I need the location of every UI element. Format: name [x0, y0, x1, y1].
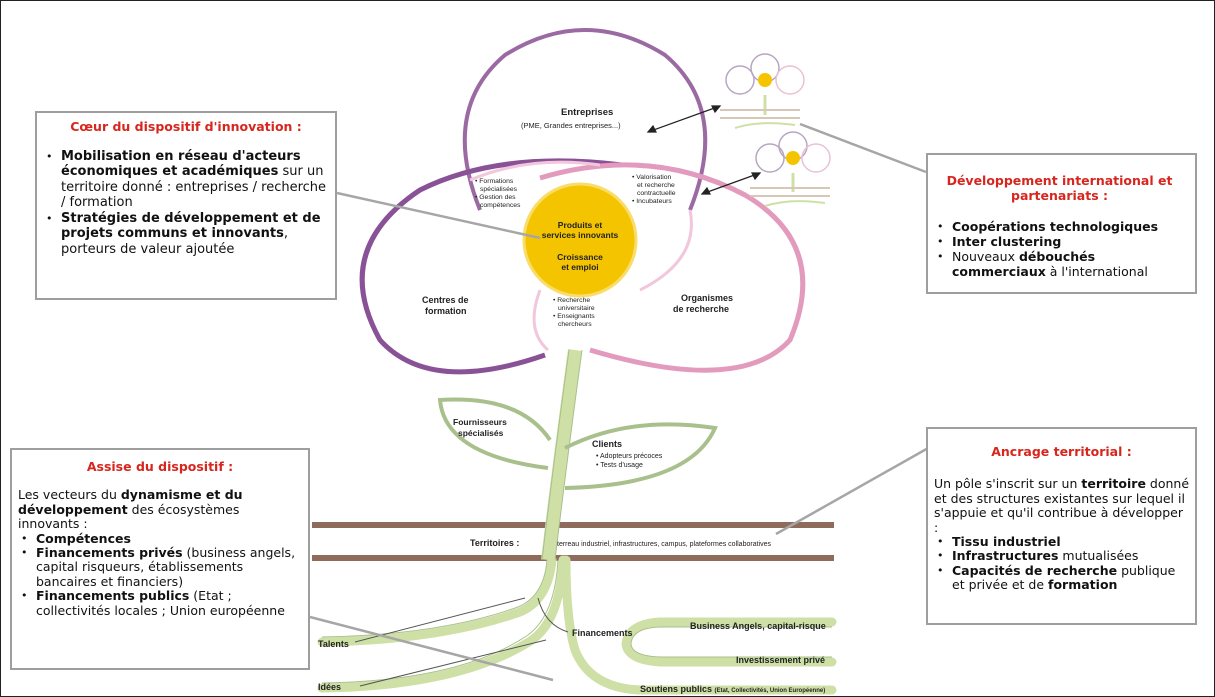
root-financements: Financements: [572, 628, 633, 638]
overlap-right-l2: et recherche: [637, 182, 675, 189]
box-ancrage-item-1: Tissu industriel: [934, 534, 1189, 550]
leaf-right-l1: • Adopteurs précoces: [596, 453, 663, 460]
leaf-right-l2: • Tests d'usage: [596, 462, 643, 469]
connector-ancrage: [775, 445, 931, 536]
leaf-left-l1: Fournisseurs: [453, 417, 507, 427]
overlap-left-l4: compétences: [480, 202, 521, 209]
box-assise-item-2: Financements privés (business angels, ca…: [18, 545, 302, 589]
overlap-right-l3: contractuelle: [637, 190, 676, 197]
mini-flower-1: [720, 53, 805, 129]
box-ancrage-title: Ancrage territorial :: [991, 444, 1132, 459]
soil-band-bottom: [312, 555, 834, 561]
box-international-title: Développement international et partenari…: [946, 173, 1173, 203]
petal-recherche-l1: Organismes: [681, 293, 733, 303]
petal-entreprises-subtitle: (PME, Grandes entreprises...): [521, 121, 621, 130]
center-l1: Produits et: [558, 220, 603, 230]
petal-recherche: [539, 162, 806, 373]
box-coeur-title: Cœur du dispositif d'innovation :: [70, 119, 302, 134]
box-assise-title: Assise du dispositif :: [86, 459, 234, 474]
box-assise: Assise du dispositif : Les vecteurs du d…: [10, 448, 310, 670]
overlap-left-l2: spécialisées: [480, 186, 518, 193]
box-international-item-1: Coopérations technologiques: [934, 219, 1185, 234]
box-assise-intro: Les vecteurs du dynamisme et du développ…: [18, 487, 243, 532]
center-circle: [522, 182, 638, 298]
box-coeur-item-2: Stratégies de développement et de projet…: [43, 211, 329, 258]
leaf-right: [564, 422, 718, 490]
talents-arrow: [354, 597, 526, 643]
root-business-angels: Business Angels, capital-risque: [690, 621, 826, 631]
roots: [317, 555, 837, 695]
connector-assise: [309, 615, 554, 682]
root-talents: Talents: [318, 639, 349, 649]
box-ancrage-item-3: Capacités de recherche publique et privé…: [934, 563, 1189, 593]
overlap-right-l4: • Incubateurs: [632, 198, 672, 205]
double-arrows: [646, 105, 762, 195]
box-international-item-3: Nouveaux débouchés commerciaux à l'inter…: [934, 249, 1185, 279]
territoires-label: Territoires :: [470, 538, 519, 548]
box-international: Développement international et partenari…: [926, 153, 1197, 294]
petal-formation-l2: formation: [425, 306, 467, 316]
leaf-left-l2: spécialisés: [458, 428, 504, 438]
overlap-bottom-l2: universitaire: [558, 305, 595, 312]
box-coeur-item-1: Mobilisation en réseau d'acteurs économi…: [43, 149, 329, 211]
overlap-lens-right: [639, 209, 693, 292]
box-coeur-dispositif: Cœur du dispositif d'innovation : Mobili…: [35, 111, 337, 300]
overlap-lens-bottom: [532, 289, 550, 352]
financements-arrow: [537, 597, 569, 633]
petal-entreprises-title: Entreprises: [561, 107, 613, 118]
box-assise-item-1: Compétences: [18, 531, 302, 547]
overlap-left-l1: • Formations: [475, 178, 514, 185]
box-ancrage: Ancrage territorial : Un pôle s'inscrit …: [926, 427, 1197, 625]
connector-coeur: [336, 191, 541, 240]
territoires-text: terreau industriel, infrastructures, cam…: [557, 541, 771, 548]
center-l2: services innovants: [542, 230, 619, 240]
overlap-bottom-l1: • Recherche: [553, 297, 590, 304]
leaf-right-title: Clients: [592, 439, 622, 449]
petal-entreprises: [462, 28, 708, 211]
overlap-right-l1: • Valorisation: [632, 174, 671, 181]
leaf-left: [437, 397, 552, 470]
center-l3: Croissance: [557, 252, 603, 262]
box-assise-item-3: Financements publics (Etat ; collectivit…: [18, 588, 302, 618]
petal-formation: [359, 158, 623, 375]
root-idees: Idées: [318, 682, 341, 692]
stem: [541, 349, 583, 561]
overlap-lens-left: [469, 160, 601, 182]
connector-international: [799, 122, 927, 174]
mini-flower-2: [750, 131, 831, 207]
root-investissement: Investissement privé: [736, 655, 825, 665]
petal-recherche-l2: de recherche: [673, 304, 729, 314]
idees-arrow: [359, 639, 547, 687]
soil-band-top: [312, 522, 834, 528]
box-ancrage-intro: Un pôle s'inscrit sur un territoire donn…: [934, 476, 1190, 535]
overlap-left-l3: • Gestion des: [475, 194, 516, 201]
petal-formation-l1: Centres de: [422, 295, 469, 305]
overlap-bottom-l4: chercheurs: [558, 321, 592, 328]
box-international-item-2: Inter clustering: [934, 234, 1185, 249]
box-ancrage-item-2: Infrastructures mutualisées: [934, 549, 1189, 565]
center-l4: et emploi: [561, 262, 598, 272]
root-soutiens: Soutiens publics (Etat, Collectivités, U…: [640, 684, 825, 694]
overlap-bottom-l3: • Enseignants: [553, 313, 595, 320]
